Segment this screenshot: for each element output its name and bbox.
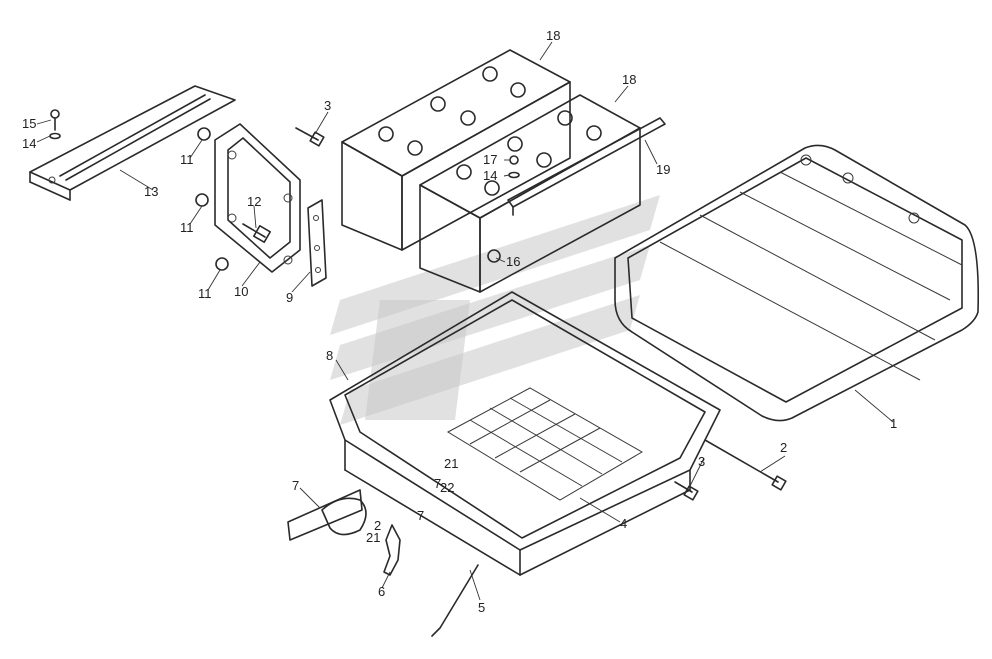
callout-2: 2 <box>780 440 787 455</box>
part-13-bracket-plate <box>29 85 236 201</box>
part-2-long-bolt <box>704 439 787 491</box>
callout-1: 1 <box>890 416 897 431</box>
callout-11-a: 11 <box>180 152 194 167</box>
part-1-cover <box>614 144 980 422</box>
part-9-strap <box>307 199 327 287</box>
callout-18-front: 18 <box>622 72 636 87</box>
callout-4: 4 <box>620 516 627 531</box>
callout-21: 21 <box>366 530 380 545</box>
callout-16: 16 <box>506 254 520 269</box>
callout-8: 8 <box>326 348 333 363</box>
part-19-clamp-bar <box>507 117 666 216</box>
callout-15: 15 <box>22 116 36 131</box>
callout-3-lower: 3 <box>698 454 705 469</box>
part-5-handle-rod <box>431 564 479 637</box>
callout-7-inner: 7 <box>434 476 441 491</box>
part-10-side-frame <box>214 123 301 273</box>
part-6-lever <box>383 524 401 576</box>
callout-14-right: 14 <box>483 168 497 183</box>
callout-21-inner: 21 <box>444 456 458 471</box>
part-3-bolt-upper <box>295 127 325 147</box>
callout-19: 19 <box>656 162 670 177</box>
callout-7-lower: 7 <box>417 508 424 523</box>
part-4-mesh <box>446 387 643 501</box>
callout-labels: 1 2 3 3 4 5 6 7 8 9 10 11 11 11 12 13 14… <box>22 28 897 615</box>
callout-6: 6 <box>378 584 385 599</box>
callout-10: 10 <box>234 284 248 299</box>
callout-14-left: 14 <box>22 136 36 151</box>
callout-22: 22 <box>440 480 454 495</box>
part-7-latch-plate <box>287 489 367 541</box>
callout-12: 12 <box>247 194 261 209</box>
part-16-bolt <box>487 249 501 263</box>
callout-3-upper: 3 <box>324 98 331 113</box>
callout-18-rear: 18 <box>546 28 560 43</box>
callout-5: 5 <box>478 600 485 615</box>
part-17-nut <box>508 155 520 179</box>
leader-lines <box>36 41 894 601</box>
callout-2-lower: 2 <box>374 518 381 533</box>
part-18-battery-rear <box>341 49 571 251</box>
callout-11-b: 11 <box>180 220 194 235</box>
part-12-bolt <box>242 223 271 243</box>
callout-9: 9 <box>286 290 293 305</box>
callout-7: 7 <box>292 478 299 493</box>
part-11-nuts <box>195 127 229 271</box>
part-15-screw <box>49 109 61 140</box>
part-3-bolt-lower <box>674 481 699 501</box>
callout-11-c: 11 <box>198 286 212 301</box>
callout-17: 17 <box>483 152 497 167</box>
callout-13: 13 <box>144 184 158 199</box>
part-8-tray <box>329 291 721 576</box>
